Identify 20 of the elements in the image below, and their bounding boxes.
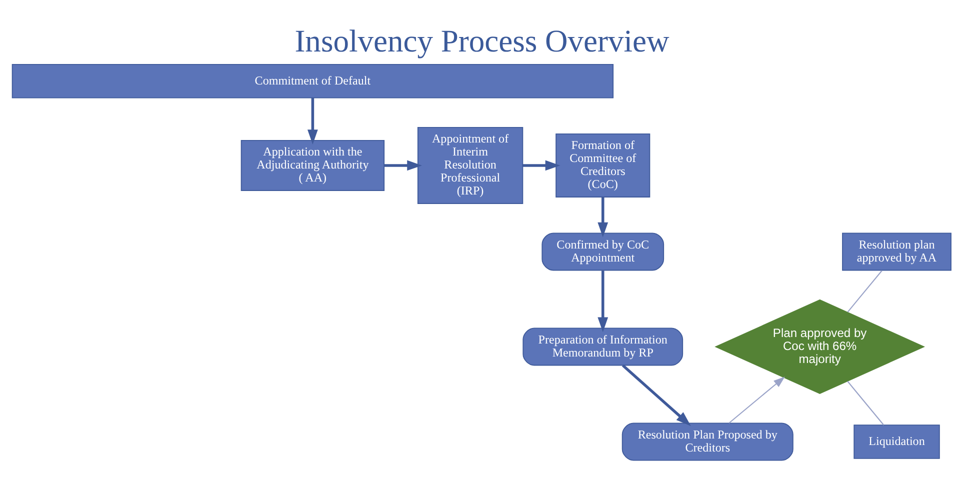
node-box: Formation of Committee of Creditors (CoC) [556,134,650,198]
node-box: Liquidation [854,424,940,459]
node-box: Application with the Adjudicating Authority ( AA) [240,140,385,191]
connector [847,270,882,312]
arrow [622,364,691,426]
node-box: Commitment of Default [12,64,614,98]
diagram-title: Insolvency Process Overview [294,24,670,59]
arrow [522,160,560,171]
arrow [384,160,422,171]
node-box: Preparation of Information Memorandum by RP [522,328,684,366]
node-diamond: Plan approved by Coc with 66% majority [714,299,925,394]
node-box: Resolution Plan Proposed by Creditors [622,422,794,461]
arrow [598,197,608,238]
connector [847,380,884,426]
node-box: Appointment of Interim Resolution Professional (IRP) [417,127,524,204]
arrow [307,98,318,144]
node-box: Confirmed by CoC Appointment [542,232,664,271]
arrow [598,270,608,332]
node-box: Resolution plan approved by AA [842,232,952,271]
arrow [728,376,785,424]
